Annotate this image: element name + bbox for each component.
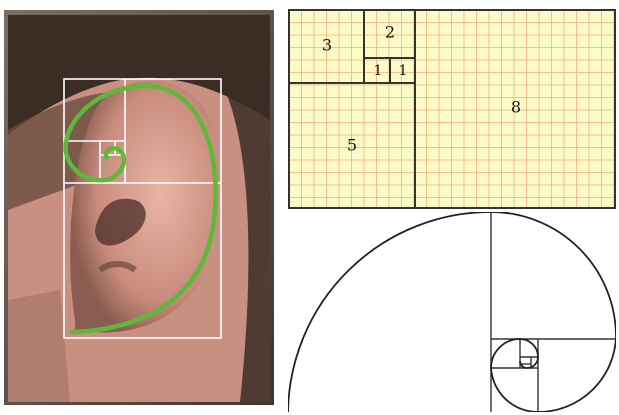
grid-paper [289,10,615,208]
label-square-2: 2 [385,23,395,42]
neck-shade [8,290,70,402]
ear-photo-panel [4,10,274,405]
ear-photo [8,15,270,402]
label-square-3: 3 [322,36,332,55]
label-square-1b: 1 [399,63,408,79]
label-square-1a: 1 [374,63,383,79]
spiral-background [288,212,616,412]
fibonacci-squares-panel: 3 2 1 1 5 8 [289,10,615,208]
label-square-5: 5 [347,136,357,155]
label-square-8: 8 [511,98,521,117]
golden-spiral-panel [288,212,616,412]
